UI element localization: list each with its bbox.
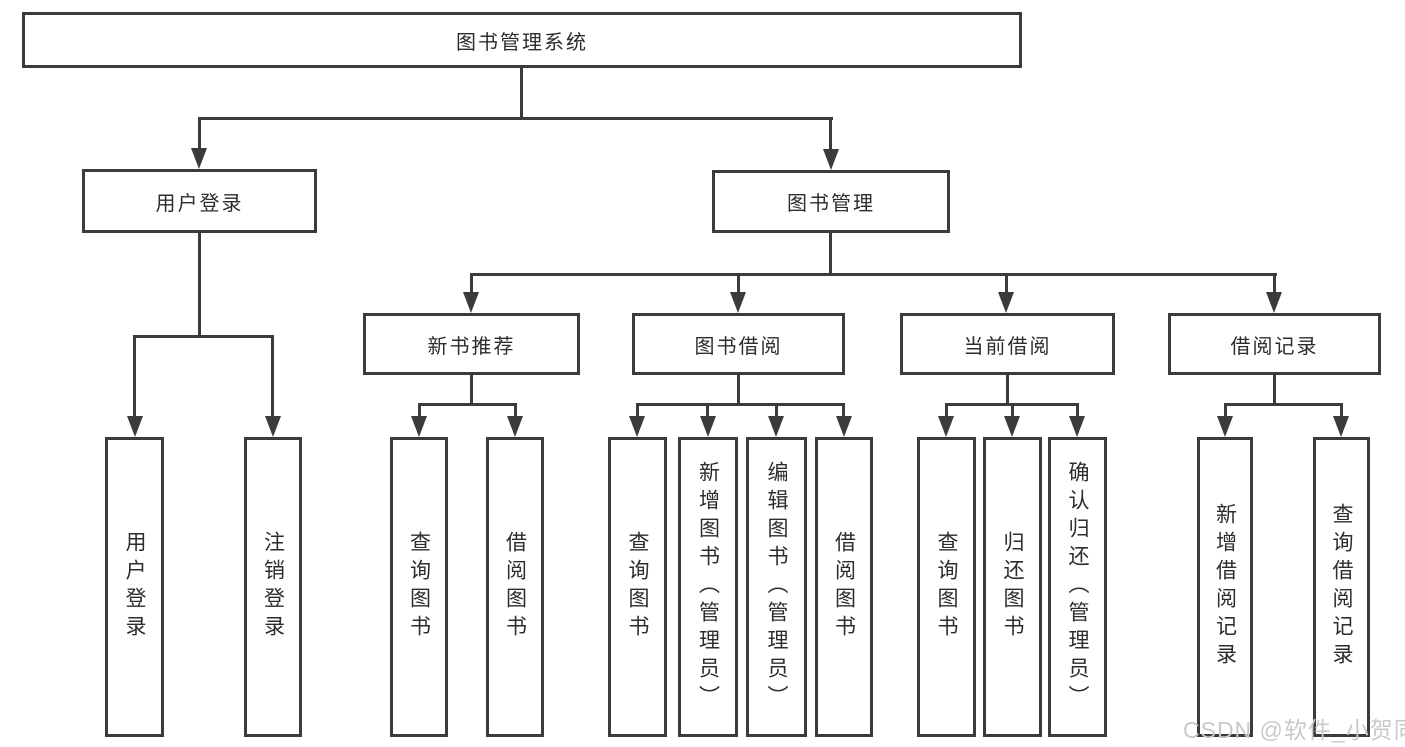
connector-line [418, 403, 516, 406]
leaf-label: 注销登录 [261, 531, 285, 643]
connector-line [842, 403, 845, 417]
watermark: CSDN @软件_小贺同学 [1183, 717, 1405, 743]
node-label: 当前借阅 [963, 335, 1052, 358]
connector-line [1005, 273, 1008, 293]
arrow-down-icon [1004, 416, 1020, 437]
connector-line [737, 375, 740, 406]
node-book-management-system: 图书管理系统 [22, 12, 1022, 68]
connector-line [133, 335, 274, 338]
node-label: 新书推荐 [427, 335, 516, 358]
leaf-label: 归还图书 [1001, 531, 1024, 643]
arrow-down-icon [629, 416, 645, 437]
arrow-down-icon [411, 416, 427, 437]
node-book-borrowing: 图书借阅 [632, 313, 845, 375]
node-label: 图书管理 [787, 193, 875, 215]
leaf-label: 新增图书（管理员） [696, 461, 720, 713]
leaf-confirm-return-admin: 确认归还（管理员） [1048, 437, 1107, 737]
connector-line [470, 375, 473, 406]
leaf-label: 查询图书 [935, 531, 958, 643]
leaf-user-login: 用户登录 [105, 437, 164, 737]
connector-line [520, 68, 523, 119]
connector-line [1340, 403, 1343, 417]
leaf-logout: 注销登录 [244, 437, 302, 737]
node-borrowing-records: 借阅记录 [1168, 313, 1381, 375]
node-label: 用户登录 [155, 192, 244, 215]
connector-line [829, 233, 832, 276]
leaf-label: 查询图书 [626, 531, 649, 643]
connector-line [1011, 403, 1014, 417]
connector-line [198, 117, 833, 120]
connector-line [1273, 375, 1276, 406]
arrow-down-icon [1266, 292, 1282, 313]
node-label: 借阅记录 [1230, 335, 1319, 358]
node-current-borrowing: 当前借阅 [900, 313, 1115, 375]
connector-line [271, 335, 274, 416]
arrow-down-icon [998, 292, 1014, 313]
connector-line [1224, 403, 1227, 417]
node-label: 图书管理系统 [456, 31, 588, 54]
leaf-query-books: 查询图书 [390, 437, 448, 737]
leaf-borrow-books: 借阅图书 [815, 437, 873, 737]
connector-line [737, 273, 740, 293]
leaf-label: 用户登录 [123, 531, 146, 643]
connector-line [470, 273, 1277, 276]
connector-line [470, 273, 473, 293]
arrow-down-icon [730, 292, 746, 313]
leaf-edit-books-admin: 编辑图书（管理员） [746, 437, 807, 737]
node-user-login: 用户登录 [82, 169, 317, 233]
arrow-down-icon [768, 416, 784, 437]
arrow-down-icon [191, 148, 207, 169]
node-book-management: 图书管理 [712, 170, 950, 233]
node-new-book-recommendation: 新书推荐 [363, 313, 580, 375]
connector-line [775, 403, 778, 417]
arrow-down-icon [507, 416, 523, 437]
leaf-query-books: 查询图书 [608, 437, 667, 737]
arrow-down-icon [463, 292, 479, 313]
leaf-label: 查询图书 [407, 531, 431, 643]
node-label: 图书借阅 [694, 335, 783, 358]
leaf-label: 编辑图书（管理员） [765, 461, 788, 713]
connector-line [706, 403, 709, 417]
leaf-label: 借阅图书 [832, 531, 856, 643]
leaf-label: 借阅图书 [503, 531, 527, 643]
connector-line [945, 403, 948, 417]
arrow-down-icon [938, 416, 954, 437]
connector-line [198, 117, 201, 149]
leaf-label: 确认归还（管理员） [1066, 461, 1089, 713]
leaf-label: 新增借阅记录 [1213, 503, 1237, 671]
connector-line [198, 233, 201, 337]
connector-line [1273, 273, 1276, 293]
connector-line [829, 117, 832, 149]
arrow-down-icon [1069, 416, 1085, 437]
arrow-down-icon [1333, 416, 1349, 437]
arrow-down-icon [1217, 416, 1233, 437]
arrow-down-icon [265, 416, 281, 437]
connector-line [636, 403, 639, 417]
leaf-return-books: 归还图书 [983, 437, 1042, 737]
leaf-add-borrow-record: 新增借阅记录 [1197, 437, 1253, 737]
arrow-down-icon [836, 416, 852, 437]
leaf-add-books-admin: 新增图书（管理员） [678, 437, 738, 737]
leaf-query-borrow-record: 查询借阅记录 [1313, 437, 1370, 737]
connector-line [636, 403, 845, 406]
arrow-down-icon [823, 149, 839, 170]
arrow-down-icon [700, 416, 716, 437]
connector-line [418, 403, 421, 417]
connector-line [133, 335, 136, 416]
arrow-down-icon [127, 416, 143, 437]
leaf-query-books: 查询图书 [917, 437, 976, 737]
connector-line [1076, 403, 1079, 417]
connector-line [1006, 375, 1009, 406]
connector-line [514, 403, 517, 417]
connector-line [1224, 403, 1342, 406]
leaf-label: 查询借阅记录 [1330, 503, 1353, 671]
leaf-borrow-books: 借阅图书 [486, 437, 544, 737]
